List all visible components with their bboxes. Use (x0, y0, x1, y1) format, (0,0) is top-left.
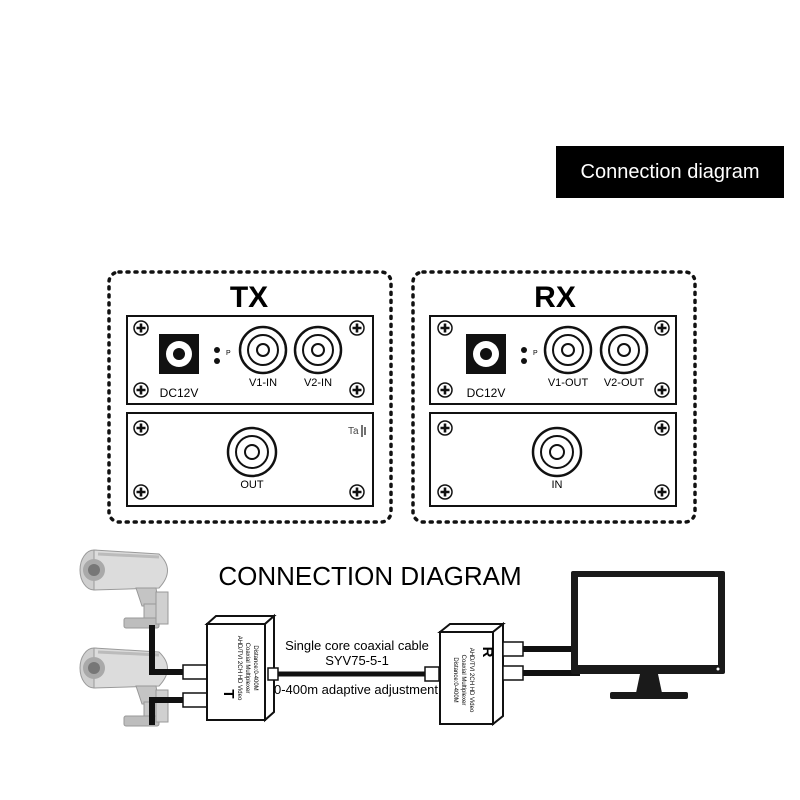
tx-out-label: OUT (240, 479, 264, 491)
tx-port2-label: V2-IN (304, 377, 332, 389)
screw-icon (132, 381, 150, 399)
screw-icon (436, 483, 454, 501)
screw-icon (653, 381, 671, 399)
rx-port1-label: V1-OUT (548, 377, 589, 389)
wave-logo-icon (361, 425, 366, 437)
tx-box-letter: T (220, 689, 237, 698)
distance-label: 0-400m adaptive adjustment (274, 682, 438, 697)
rx-box-text2: Coaxial Multiplexer (460, 655, 466, 706)
tx-led-label: P (226, 350, 231, 357)
rx-device-box: R AHD/TVI 2CH HD Video Coaxial Multiplex… (437, 621, 506, 727)
bnc-port-icon (238, 325, 288, 375)
rx-power-label: DC12V (467, 386, 506, 400)
screw-icon (653, 483, 671, 501)
tx-device-box: T AHD/TVI 2CH HD Video Coaxial Multiplex… (204, 613, 277, 723)
tx-box-text3: Distance:0-400M (252, 645, 258, 690)
tx-box-text1: AHD/TVI 2CH HD Video (236, 636, 242, 701)
screw-icon (348, 483, 366, 501)
bnc-port-icon (293, 325, 343, 375)
dc-power-jack-icon (466, 334, 506, 374)
screw-icon (132, 483, 150, 501)
tx-port1-label: V1-IN (249, 377, 277, 389)
bnc-plug-icon (182, 664, 208, 680)
connection-diagram-banner: Connection diagram (556, 146, 784, 198)
screw-icon (436, 319, 454, 337)
rx-box-text1: AHD/TVI 2CH HD Video (468, 648, 474, 713)
screw-icon (348, 319, 366, 337)
bnc-plug-icon (424, 666, 440, 682)
rx-panel-border (411, 270, 697, 524)
bnc-port-icon (599, 325, 649, 375)
bnc-port-icon (543, 325, 593, 375)
screw-icon (132, 319, 150, 337)
screw-icon (348, 381, 366, 399)
screw-icon (436, 381, 454, 399)
rx-box-text3: Distance:0-400M (452, 657, 458, 702)
bnc-plug-icon (502, 641, 524, 657)
tx-panel-title: TX (230, 281, 268, 314)
rx-port2-label: V2-OUT (604, 377, 645, 389)
rx-in-label: IN (552, 479, 563, 491)
screw-icon (653, 419, 671, 437)
monitor-icon (571, 571, 725, 699)
rx-led-label: P (533, 350, 538, 357)
screw-icon (436, 419, 454, 437)
tx-box-text2: Coaxial Multiplexer (244, 643, 250, 694)
tx-logo-text: Ta (348, 426, 359, 437)
bnc-port-icon (226, 426, 278, 478)
rx-box-letter: R (479, 647, 496, 658)
bnc-plug-icon (182, 692, 208, 708)
connection-heading: CONNECTION DIAGRAM (218, 561, 521, 591)
screw-icon (132, 419, 150, 437)
bnc-plug-icon (267, 667, 279, 681)
camera2-cable (149, 697, 188, 725)
dc-power-jack-icon (159, 334, 199, 374)
camera-icon (78, 548, 170, 630)
bnc-port-icon (531, 426, 583, 478)
screw-icon (653, 319, 671, 337)
rx-panel-title: RX (534, 281, 576, 314)
tx-panel: TX DC12V P V1-IN V2-IN Ta OUT (107, 270, 393, 524)
tx-power-label: DC12V (160, 386, 199, 400)
tx-panel-border (107, 270, 393, 524)
camera1-cable (149, 625, 188, 675)
cable-model-label: SYV75-5-1 (325, 653, 389, 668)
rx-panel: RX DC12V P V1-OUT V2-OUT IN (411, 270, 697, 524)
cable-type-label: Single core coaxial cable (285, 638, 429, 653)
bnc-plug-icon (502, 665, 524, 681)
